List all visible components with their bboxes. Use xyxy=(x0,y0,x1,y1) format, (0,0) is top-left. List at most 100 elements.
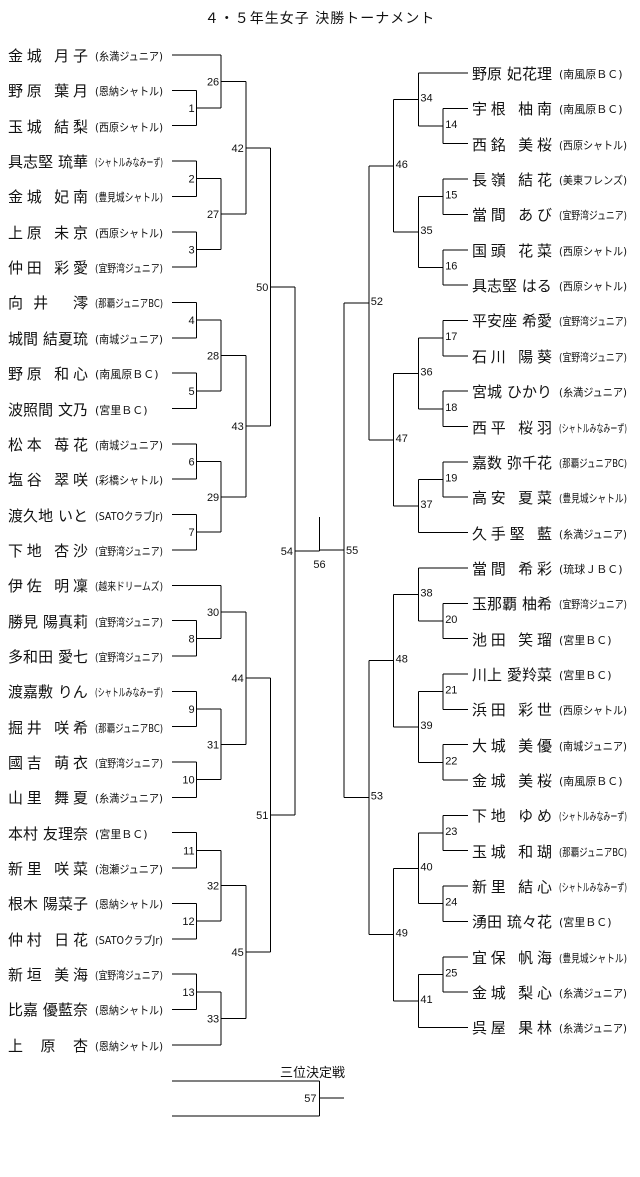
player-name: 渡久地 いと xyxy=(8,506,88,525)
club-name: (南城ジュニア) xyxy=(95,438,163,452)
player-entry: 新垣 美海 (宜野湾ジュニア) xyxy=(8,964,165,984)
match-number: 40 xyxy=(420,861,432,873)
player-entry: 野原 和心(南風原ＢＣ) xyxy=(8,363,165,383)
player-entry: 下地 杏沙(宜野湾ジュニア) xyxy=(8,540,165,560)
match-number: 14 xyxy=(445,119,457,131)
player-entry: 本村 友理奈(宮里ＢＣ) xyxy=(8,823,165,843)
third-place-title: 三位決定戦 xyxy=(280,1066,346,1081)
match-number: 24 xyxy=(445,897,457,909)
player-name: 當間 あび xyxy=(472,206,552,225)
player-name: 国頭 花菜 xyxy=(472,241,552,260)
match-number: 31 xyxy=(207,739,219,751)
player-entry: 當間 希彩(琉球ＪＢＣ) xyxy=(472,558,629,578)
player-name: 玉城 結梨 xyxy=(8,117,88,136)
player-name: 城間 結夏琉 xyxy=(8,329,88,348)
player-entry: 野原 葉月(恩納シャトル) xyxy=(8,80,165,100)
match-number: 10 xyxy=(182,775,194,787)
club-name: (豊見城シャトル) xyxy=(95,191,163,205)
match-number: 11 xyxy=(183,845,194,857)
player-name: 野原 和心 xyxy=(8,365,88,384)
club-name: (彩橋シャトル) xyxy=(95,474,163,488)
player-name: 下地 ゆめ xyxy=(472,807,552,826)
club-name: (西原シャトル) xyxy=(559,244,627,258)
club-name: (宮里ＢＣ) xyxy=(559,633,612,647)
club-name: (南風原ＢＣ) xyxy=(559,103,623,117)
player-entry: 向井 澪(那覇ジュニアBC) xyxy=(8,292,165,312)
player-name: 玉那覇 柚希 xyxy=(472,595,552,614)
player-name: 掘井 咲希 xyxy=(8,718,88,737)
club-name: (西原シャトル) xyxy=(95,226,163,240)
match-number: 30 xyxy=(207,607,219,619)
club-name: (南風原ＢＣ) xyxy=(559,775,623,788)
player-name: 山里 舞夏 xyxy=(8,789,88,808)
player-name: 仲村 日花 xyxy=(8,930,88,949)
player-entry: 池田 笑瑠(宮里ＢＣ) xyxy=(472,629,629,649)
player-entry: 仲田 彩愛(宜野湾ジュニア) xyxy=(8,257,165,277)
match-number: 41 xyxy=(420,994,432,1006)
player-name: 新垣 美海 xyxy=(8,966,88,985)
player-name: 久手堅 藍 xyxy=(472,524,552,543)
player-name: 金城 美桜 xyxy=(472,772,552,790)
club-name: (宜野湾ジュニア) xyxy=(559,315,627,329)
player-entry: 金城 月子(糸満ジュニア) xyxy=(8,45,165,65)
player-entry: 松本 苺花(南城ジュニア) xyxy=(8,434,165,454)
match-number: 6 xyxy=(188,457,194,469)
player-entry: 宮城 ひかり(糸満ジュニア) xyxy=(472,381,629,401)
match-number: 34 xyxy=(420,93,432,105)
player-entry: 渡久地 いと (SATOクラブJr) xyxy=(8,505,165,525)
player-entry: 玉城 結梨(西原シャトル) xyxy=(8,116,165,136)
match-number: 2 xyxy=(188,174,194,186)
player-name: 勝見 陽真莉 xyxy=(8,612,88,631)
player-name: 具志堅 琉華 xyxy=(8,153,88,172)
player-name: 大城 美優 xyxy=(472,736,552,755)
club-name: (宜野湾ジュニア) xyxy=(95,544,163,558)
player-name: 石川 陽葵 xyxy=(472,347,552,366)
match-number: 50 xyxy=(256,282,268,294)
player-name: 塩谷 翠咲 xyxy=(8,471,88,490)
player-name: 上原 未京 xyxy=(8,223,88,242)
player-entry: 石川 陽葵(宜野湾ジュニア) xyxy=(472,346,629,366)
player-entry: 上原 未京 (西原シャトル) xyxy=(8,222,165,242)
player-entry: 城間 結夏琉(南城ジュニア) xyxy=(8,328,165,348)
match-number: 18 xyxy=(445,402,457,414)
player-entry: 湧田 琉々花(宮里ＢＣ) xyxy=(472,911,629,931)
club-name: (南城ジュニア) xyxy=(559,739,627,753)
club-name: (SATOクラブJr) xyxy=(95,509,163,523)
match-number: 44 xyxy=(232,673,244,685)
player-name: 仲田 彩愛 xyxy=(8,259,88,278)
match-number: 46 xyxy=(396,159,408,171)
player-name: 西銘 美桜 xyxy=(472,135,552,154)
club-name: (豊見城シャトル) xyxy=(559,492,627,506)
club-name: (糸満ジュニア) xyxy=(95,792,163,806)
match-number: 21 xyxy=(445,685,457,697)
match-number: 7 xyxy=(188,527,194,539)
player-entry: 大城 美優 (南城ジュニア) xyxy=(472,735,629,755)
player-entry: 伊佐 明凜(越来ドリームズ) xyxy=(8,575,165,595)
player-entry: 新里 結心(シャトルみなみーず) xyxy=(472,876,629,896)
club-name: (那覇ジュニアBC) xyxy=(95,721,163,735)
club-name: (恩納シャトル) xyxy=(95,1004,163,1018)
club-name: (那覇ジュニアBC) xyxy=(95,297,163,311)
match-number: 55 xyxy=(346,545,358,557)
player-entry: 金城 美桜 (南風原ＢＣ) xyxy=(472,770,629,790)
club-name: (宮里ＢＣ) xyxy=(95,403,148,417)
player-name: 玉城 和瑚 xyxy=(472,842,552,861)
club-name: (糸満ジュニア) xyxy=(559,987,627,1001)
club-name: (西原シャトル) xyxy=(559,704,627,718)
player-entry: 川上 愛羚菜(宮里ＢＣ) xyxy=(472,664,629,684)
club-name: (宜野湾ジュニア) xyxy=(95,969,163,983)
match-number: 20 xyxy=(445,614,457,626)
match-number: 48 xyxy=(396,654,408,666)
club-name: (恩納シャトル) xyxy=(95,898,163,912)
player-entry: 渡嘉敷 りんか(シャトルみなみーず) xyxy=(8,681,165,701)
club-name: (宜野湾ジュニア) xyxy=(95,757,163,770)
match-number: 35 xyxy=(420,225,432,237)
match-number: 9 xyxy=(188,704,194,716)
player-name: 宜保 帆海 xyxy=(472,948,552,967)
match-number: 54 xyxy=(281,546,293,558)
match-number: 22 xyxy=(445,755,457,767)
player-name: 金城 妃南 xyxy=(8,188,88,207)
club-name: (シャトルみなみーず) xyxy=(559,421,627,435)
match-number: 43 xyxy=(232,421,244,433)
